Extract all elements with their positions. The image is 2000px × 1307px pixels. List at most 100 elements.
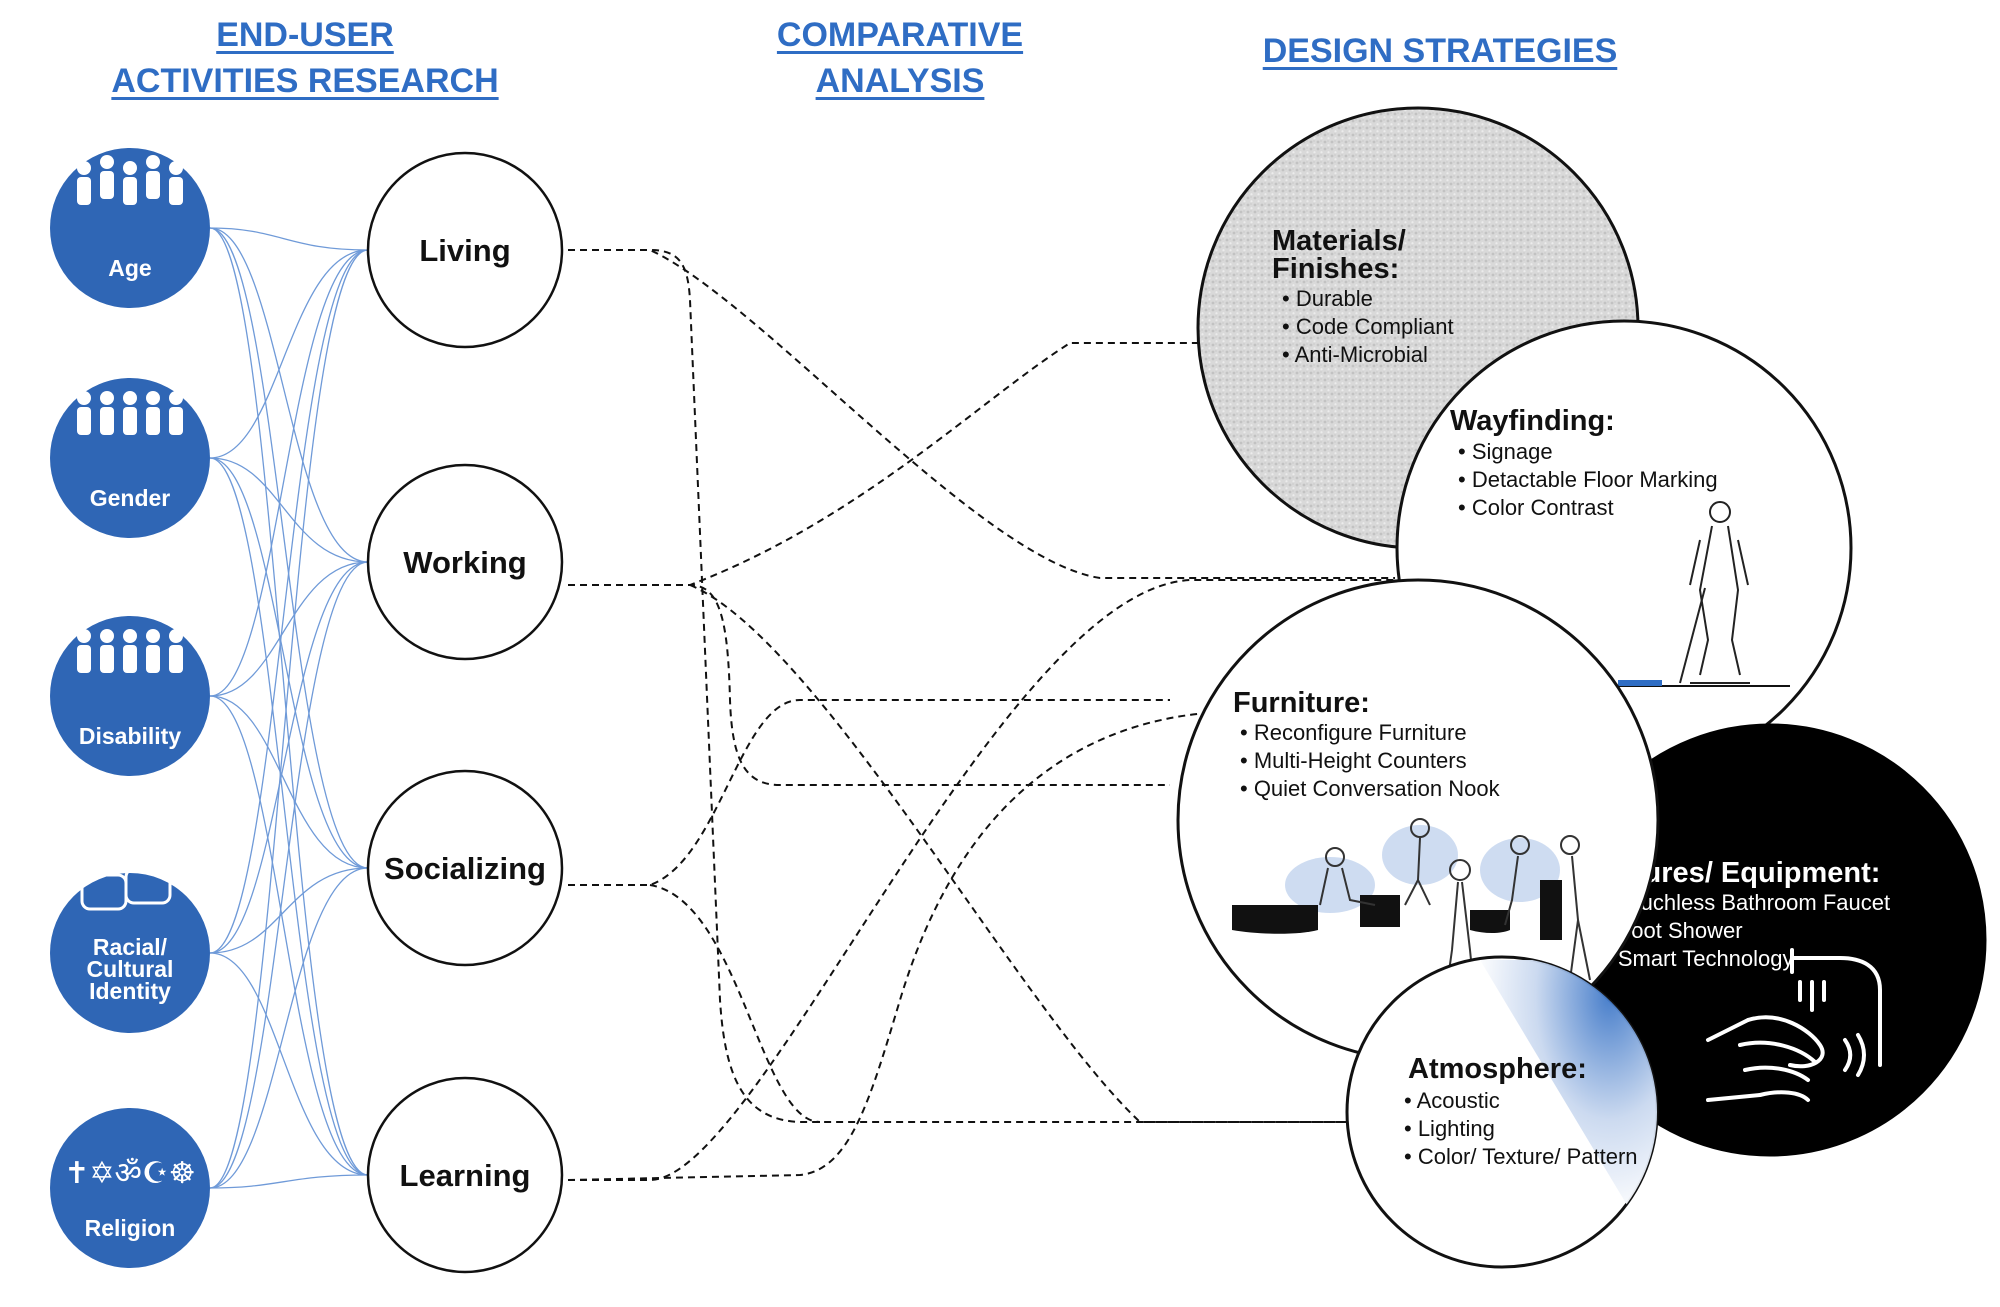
bullet-item: • Multi-Height Counters — [1240, 748, 1467, 773]
link-socializing-furniture — [568, 699, 1170, 886]
user-activity-link — [209, 695, 369, 1176]
bullet-item: • Acoustic — [1404, 1088, 1500, 1113]
activity-node: Living — [366, 151, 564, 349]
user-activity-link — [209, 249, 369, 1189]
user-label: Identity — [89, 978, 171, 1004]
bullet-item: • Quiet Conversation Nook — [1240, 776, 1501, 801]
user-label: Religion — [85, 1215, 176, 1241]
activity-circle — [366, 769, 564, 967]
user-activity-link — [209, 249, 369, 954]
user-node: Age — [50, 148, 210, 308]
materials-title: Finishes: — [1272, 253, 1399, 285]
user-activity-link — [209, 457, 369, 563]
activity-circle — [366, 463, 564, 661]
user-activity-links — [209, 227, 369, 1189]
user-activity-link — [209, 457, 369, 869]
activity-label: Working — [403, 545, 526, 580]
user-activity-link — [209, 249, 369, 459]
bullet-item: • Color/ Texture/ Pattern — [1404, 1144, 1638, 1169]
bullet-item: • Signage — [1458, 439, 1553, 464]
link-learning-fixtures — [567, 711, 1330, 1181]
link-living-wayfinding — [568, 249, 1395, 579]
user-activity-link — [209, 561, 369, 954]
link-working-furniture — [568, 584, 1170, 786]
furniture-title: Furniture: — [1233, 687, 1370, 719]
header-line: ACTIVITIES RESEARCH — [111, 62, 499, 100]
family-icon — [77, 155, 183, 205]
bullet-item: • Color Contrast — [1458, 495, 1614, 520]
user-label: Age — [108, 255, 151, 281]
seating-people-illustration — [1232, 818, 1591, 1001]
activity-node: Learning — [366, 1076, 564, 1274]
atmosphere-title: Atmosphere: — [1408, 1053, 1587, 1085]
link-learning-wayfinding — [568, 579, 1395, 1181]
religion-symbols-icon: ✝✡ॐ☪☸ — [64, 1157, 195, 1190]
user-label: Cultural — [87, 956, 174, 982]
link-living-atmosphere — [568, 249, 1360, 1123]
activity-strategy-links — [567, 249, 1395, 1181]
user-activity-link — [209, 249, 369, 697]
wayfinding-list: • Signage • Detactable Floor Marking • Col… — [1458, 439, 1718, 520]
religion-symbols: ✝✡ॐ☪☸ — [64, 1157, 195, 1190]
strategy-atmosphere: Atmosphere: • Acoustic • Lighting • Color/… — [1345, 955, 1659, 1269]
cane-walker-figure-icon — [1679, 501, 1750, 684]
bullet-item: • Detactable Floor Marking — [1458, 467, 1718, 492]
wayfinding-title: Wayfinding: — [1450, 405, 1615, 437]
link-working-materials — [568, 342, 1200, 586]
materials-title: Materials/ — [1272, 225, 1406, 257]
header-line: DESIGN STRATEGIES — [1262, 32, 1618, 70]
header-end-user-research: END-USER ACTIVITIES RESEARCH — [95, 12, 515, 104]
header-comparative-analysis: COMPARATIVE ANALYSIS — [720, 12, 1080, 104]
bullet-item: • Lighting — [1404, 1116, 1495, 1141]
user-label: Racial/ — [93, 934, 168, 960]
user-node: ✝✡ॐ☪☸ Religion — [50, 1108, 210, 1268]
user-activity-link — [209, 561, 369, 1189]
activity-label: Socializing — [384, 851, 546, 886]
bullet-item: • Durable — [1282, 286, 1373, 311]
user-activity-link — [209, 227, 369, 251]
people-icon — [77, 391, 183, 435]
activity-label: Learning — [400, 1158, 531, 1193]
materials-list: • Durable • Code Compliant • Anti-Microbia… — [1282, 286, 1454, 367]
header-line: ANALYSIS — [815, 62, 985, 100]
user-group-nodes: AgeGenderDisabilityRacial/CulturalIdenti… — [50, 148, 210, 1268]
bullet-item: • Smart Technology — [1604, 946, 1794, 971]
touchless-faucet-icon — [1706, 948, 1882, 1102]
activity-node: Working — [366, 463, 564, 661]
atmosphere-list: • Acoustic • Lighting • Color/ Texture/ Pa… — [1404, 1088, 1638, 1169]
user-activity-link — [209, 952, 369, 1176]
user-circle — [50, 873, 210, 1033]
user-activity-link — [209, 1174, 369, 1189]
user-label: Gender — [90, 485, 171, 511]
user-activity-link — [209, 227, 369, 563]
user-label: Disability — [79, 723, 181, 749]
user-activity-link — [209, 867, 369, 954]
header-line: END-USER — [216, 16, 394, 54]
bullet-item: • Anti-Microbial — [1282, 342, 1428, 367]
language-icon — [80, 867, 172, 911]
user-activity-link — [209, 867, 369, 1189]
bullet-item: • Reconfigure Furniture — [1240, 720, 1467, 745]
header-line: COMPARATIVE — [776, 16, 1024, 54]
link-working-atmosphere — [689, 584, 1360, 1123]
furniture-list: • Reconfigure Furniture • Multi-Height Co… — [1240, 720, 1501, 801]
accessibility-icon — [77, 629, 183, 673]
user-node: Disability — [50, 616, 210, 776]
bullet-item: • Code Compliant — [1282, 314, 1454, 339]
user-activity-link — [209, 695, 369, 869]
user-activity-link — [209, 457, 369, 1176]
activity-node: Socializing — [366, 769, 564, 967]
user-activity-link — [209, 561, 369, 697]
activity-label: Living — [419, 233, 510, 268]
fixtures-list: • Touchless Bathroom Faucet• Foot Shower… — [1604, 890, 1890, 971]
user-node: Gender — [50, 378, 210, 538]
bullet-item: • Touchless Bathroom Faucet — [1604, 890, 1890, 915]
activity-circle — [366, 1076, 564, 1274]
user-activity-link — [209, 227, 369, 1176]
user-activity-link — [209, 227, 369, 869]
activity-circle — [366, 151, 564, 349]
